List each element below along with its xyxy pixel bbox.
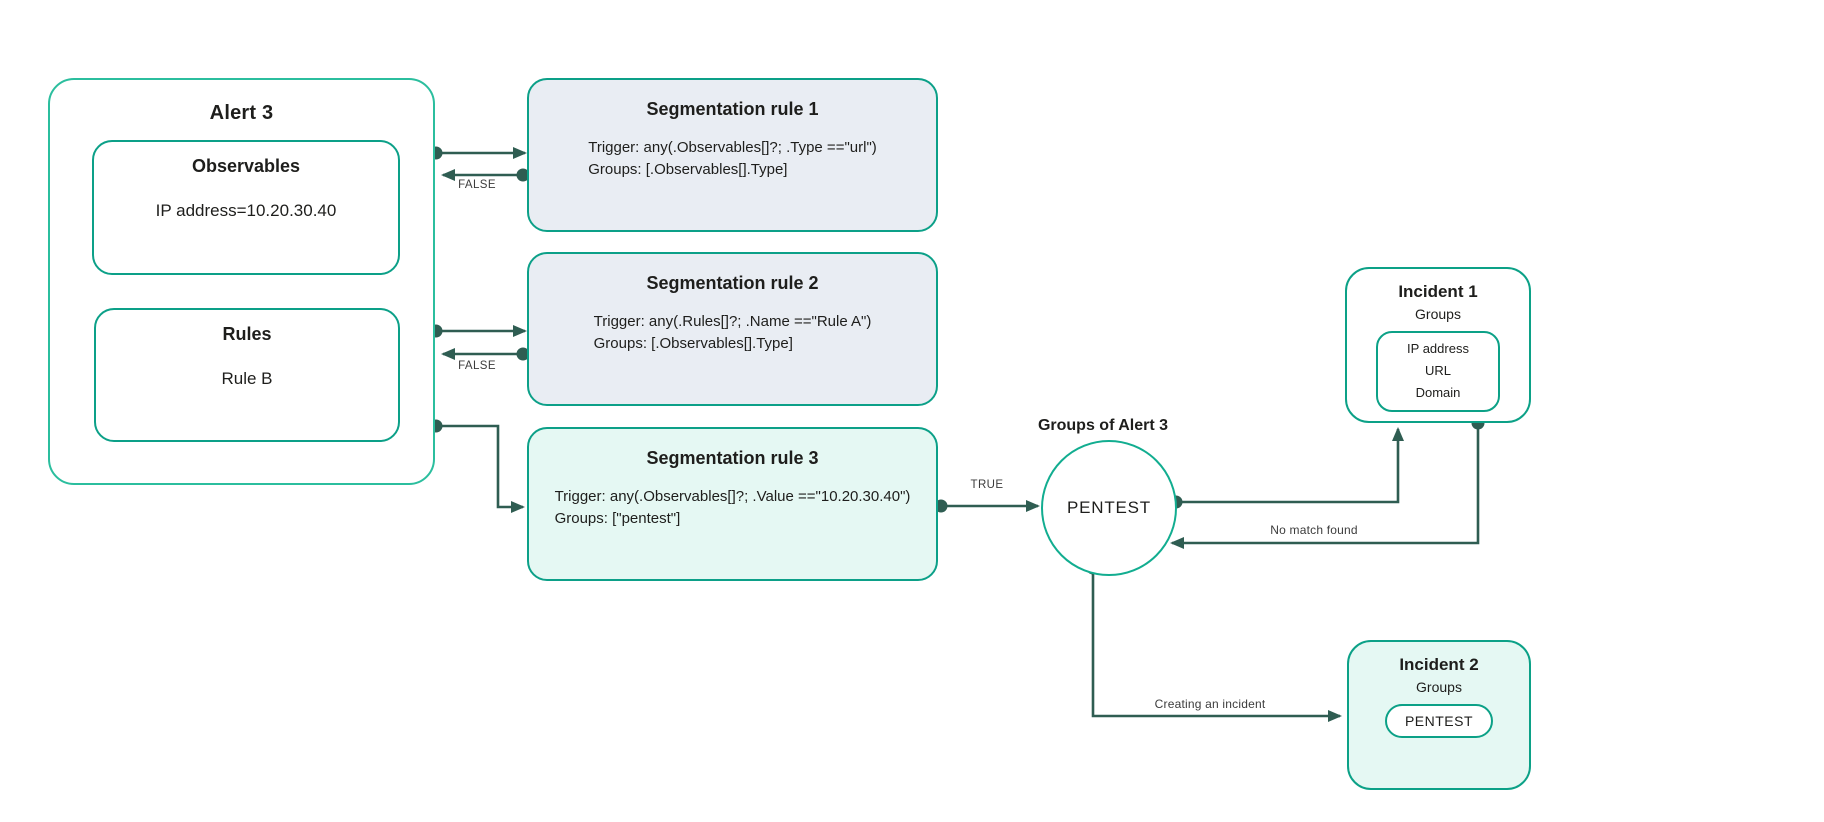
observables-title: Observables — [191, 156, 301, 176]
incident-2-title: Incident 2 — [1399, 655, 1479, 674]
connector-groups-to-incident2 — [1091, 568, 1342, 722]
segmentation-rule-2-title: Segmentation rule 2 — [646, 273, 819, 293]
rule1-false-label: FALSE — [458, 179, 496, 191]
incident-2-box: Incident 2 Groups PENTEST — [1347, 640, 1531, 790]
connector-groups-to-incident1 — [1176, 427, 1404, 504]
segmentation-rule-1-groups: Groups: [.Observables[].Type] — [588, 161, 788, 178]
rules-title: Rules — [222, 324, 272, 344]
observables-box: Observables IP address=10.20.30.40 — [92, 140, 400, 275]
alert-3-box: Alert 3 Observables IP address=10.20.30.… — [48, 78, 435, 485]
incident-1-groups-list: IP address URL Domain — [1376, 331, 1500, 412]
no-match-found-label: No match found — [1270, 523, 1358, 537]
observables-value: IP address=10.20.30.40 — [155, 201, 337, 220]
segmentation-rule-2-trigger: Trigger: any(.Rules[]?; .Name =="Rule A"… — [593, 313, 872, 330]
groups-node-value: PENTEST — [1066, 498, 1151, 517]
connector-alert-to-rule3 — [436, 424, 525, 513]
incident-1-title: Incident 1 — [1398, 282, 1478, 301]
segmentation-rule-2-box: Segmentation rule 2 Trigger: any(.Rules[… — [527, 252, 938, 406]
segmentation-rule-1-body: Trigger: any(.Observables[]?; .Type =="u… — [588, 137, 877, 181]
rules-value: Rule B — [221, 369, 273, 388]
segmentation-rule-1-trigger: Trigger: any(.Observables[]?; .Type =="u… — [588, 139, 877, 156]
groups-of-alert-3-label: Groups of Alert 3 — [1037, 417, 1169, 434]
segmentation-rule-3-trigger: Trigger: any(.Observables[]?; .Value =="… — [554, 488, 911, 505]
segmentation-rule-3-box: Segmentation rule 3 Trigger: any(.Observ… — [527, 427, 938, 581]
alert-3-title: Alert 3 — [209, 102, 274, 124]
incident-1-box: Incident 1 Groups IP address URL Domain — [1345, 267, 1531, 423]
segmentation-rule-1-box: Segmentation rule 1 Trigger: any(.Observ… — [527, 78, 938, 232]
segmentation-rule-2-body: Trigger: any(.Rules[]?; .Name =="Rule A"… — [594, 311, 872, 355]
incident-1-group-item: IP address — [1407, 341, 1469, 356]
creating-an-incident-label: Creating an incident — [1154, 697, 1266, 711]
segmentation-rule-3-body: Trigger: any(.Observables[]?; .Value =="… — [555, 486, 911, 530]
segmentation-rule-3-groups: Groups: ["pentest"] — [554, 510, 681, 527]
incident-1-group-item: Domain — [1415, 385, 1461, 400]
groups-of-alert-3-node: PENTEST — [1041, 440, 1177, 576]
incident-2-groups-label: Groups — [1416, 679, 1462, 695]
incident-2-group-pill: PENTEST — [1385, 704, 1493, 738]
rules-box: Rules Rule B — [94, 308, 400, 442]
rule3-true-label: TRUE — [970, 479, 1004, 491]
incident-1-group-item: URL — [1424, 363, 1451, 378]
rule2-false-label: FALSE — [458, 360, 496, 372]
segmentation-rule-1-title: Segmentation rule 1 — [646, 99, 819, 119]
segmentation-rule-2-groups: Groups: [.Observables[].Type] — [593, 335, 793, 352]
segmentation-rule-3-title: Segmentation rule 3 — [646, 448, 819, 468]
incident-1-groups-label: Groups — [1415, 306, 1461, 322]
